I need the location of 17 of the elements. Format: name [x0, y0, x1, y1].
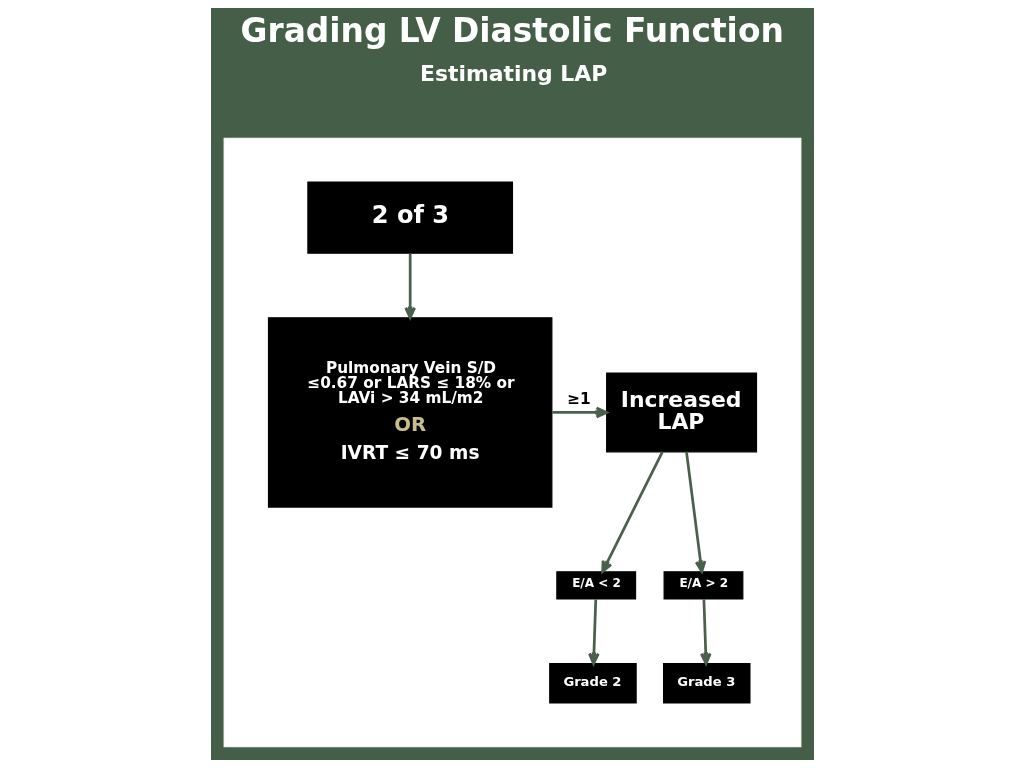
arrow: [403, 253, 416, 320]
node-box: Grade 3: [662, 663, 751, 704]
arrow: [551, 406, 608, 419]
arrow: [600, 451, 664, 573]
node-box: Increased LAP: [605, 372, 757, 453]
node-box: E/A > 2: [663, 571, 743, 600]
node-box: Grade 2: [548, 663, 637, 704]
node-box: 2 of 3: [306, 181, 513, 254]
arrow: [684, 451, 706, 573]
node-box: Pulmonary Vein S/D ≤0.67 or LARS ≤ 18% or LAVi > 34 mL/m2 OR IVRT ≤ 70 ms: [267, 317, 552, 508]
cluster: [223, 137, 801, 748]
arrow: [587, 599, 600, 665]
edge-label: ≥1: [566, 389, 591, 408]
arrow: [699, 599, 712, 665]
diagram-title: Grading LV Diastolic Function: [240, 12, 784, 51]
node-box: E/A < 2: [555, 571, 636, 600]
label: Estimating LAP: [419, 61, 607, 87]
